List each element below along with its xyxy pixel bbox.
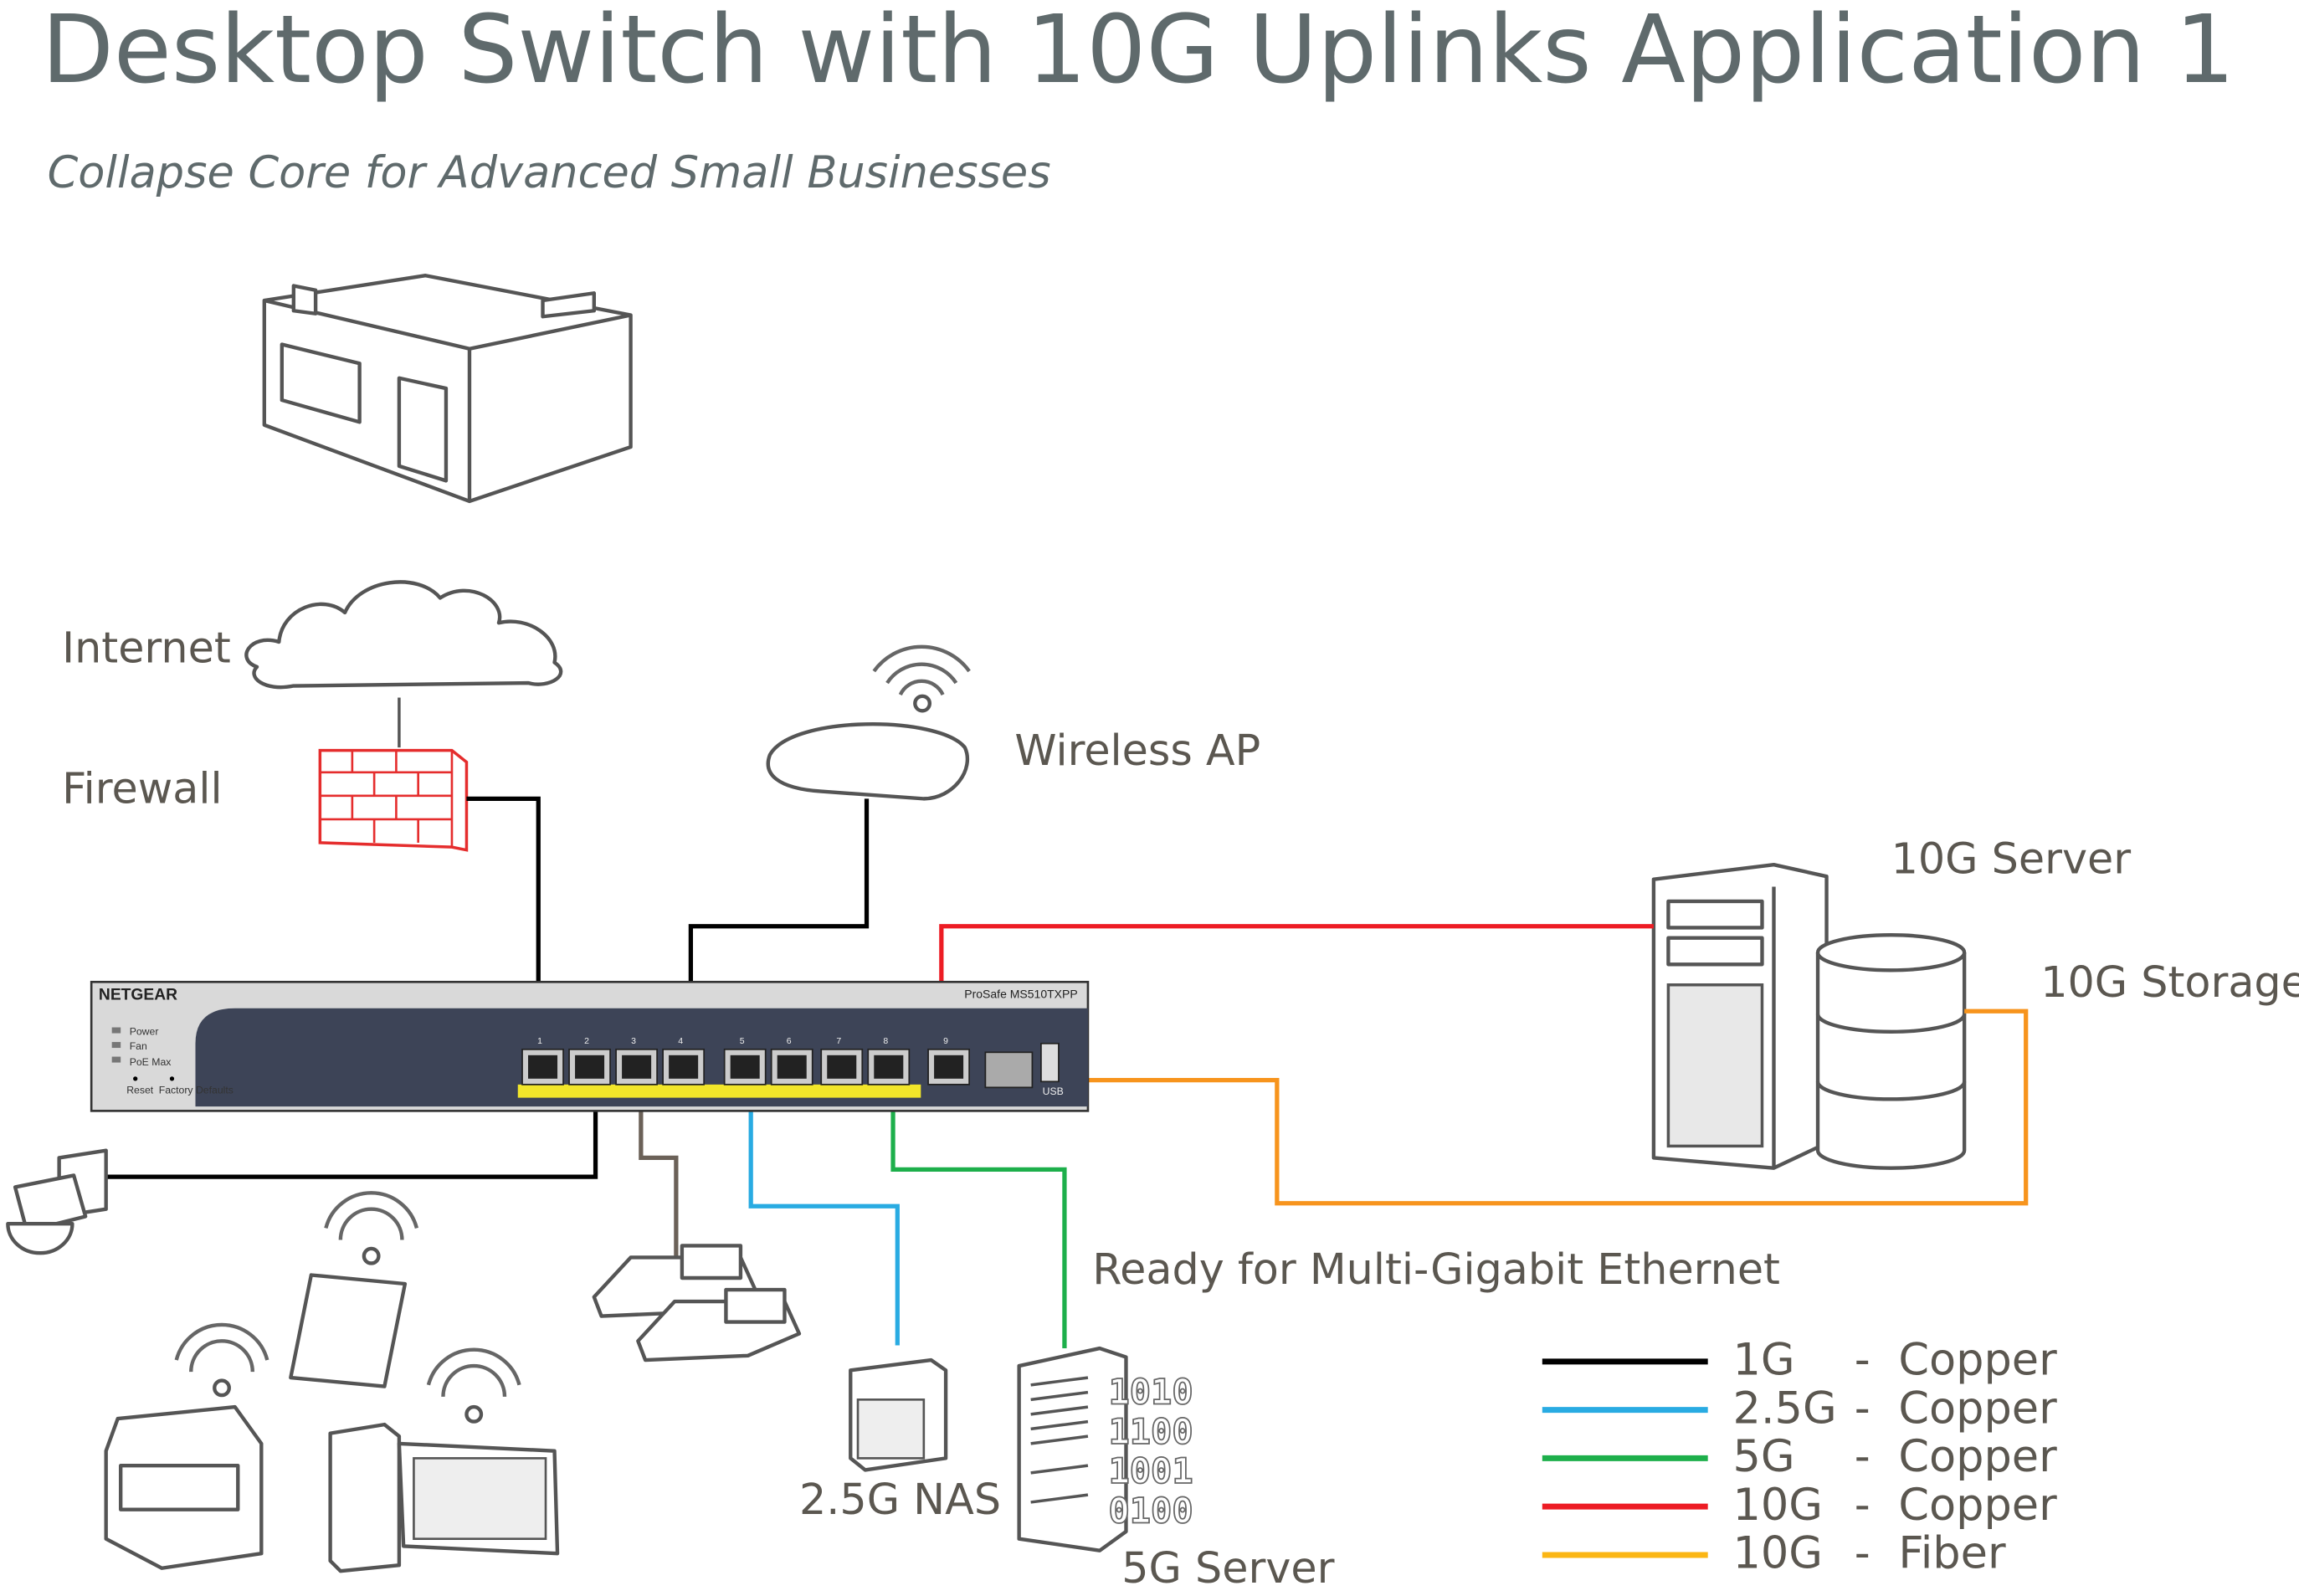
wireless-ap-icon (766, 644, 971, 801)
led-poe-label: PoE Max (130, 1056, 172, 1068)
switch-model: ProSafe MS510TXPP (964, 988, 1077, 1001)
cable-nas-2-5g (748, 1084, 900, 1346)
switch-brand: NETGEAR (99, 986, 177, 1003)
server-10g-icon (1651, 862, 1829, 1170)
cable-storage-10g-fiber (1011, 1008, 2029, 1206)
page-subtitle: Collapse Core for Advanced Small Busines… (48, 147, 1051, 198)
nas-label: 2.5G NAS (799, 1475, 1001, 1524)
storage-10g-label: 10G Storage (2040, 957, 2299, 1007)
page-title: Desktop Switch with 10G Uplinks Applicat… (42, 0, 2235, 105)
reset-label: Reset (126, 1084, 154, 1096)
netgear-switch: NETGEAR ProSafe MS510TXPP Power Fan PoE … (90, 980, 1090, 1112)
port-number: 4 (678, 1036, 683, 1046)
port-4[interactable]: 4 (662, 1036, 706, 1085)
binary-line-2: 1100 (1108, 1411, 1193, 1452)
tablet-icon (289, 1191, 419, 1388)
firewall-label: Firewall (62, 764, 222, 813)
sfp-port-10[interactable] (984, 1051, 1034, 1089)
legend: 1G-Copper2.5G-Copper5G-Copper10G-Copper1… (1542, 1335, 2057, 1579)
building-icon (262, 274, 633, 504)
nas-icon (849, 1357, 948, 1472)
port-8[interactable]: 8 (867, 1036, 911, 1085)
port-number: 7 (836, 1036, 841, 1046)
port-2[interactable]: 2 (568, 1036, 611, 1085)
legend-dash: - (1855, 1383, 1871, 1434)
led-power-label: Power (130, 1025, 159, 1037)
legend-medium: Copper (1898, 1480, 2057, 1531)
port-9[interactable]: 9 (927, 1036, 970, 1085)
usb-label: USB (1043, 1085, 1064, 1097)
legend-dash: - (1855, 1431, 1871, 1482)
factory-defaults-label: Factory Defaults (159, 1084, 233, 1096)
legend-item: 10G-Copper (1542, 1480, 2057, 1531)
legend-item: 10G-Fiber (1542, 1528, 2006, 1579)
wireless-ap-label: Wireless AP (1014, 726, 1260, 775)
legend-speed: 5G (1732, 1431, 1794, 1482)
binary-line-1: 1010 (1108, 1372, 1193, 1413)
ip-camera-icon (6, 1148, 108, 1255)
port-3[interactable]: 3 (615, 1036, 658, 1085)
legend-dash: - (1855, 1528, 1871, 1579)
multigig-note: Ready for Multi-Gigabit Ethernet (1092, 1244, 1780, 1294)
internet-label: Internet (62, 624, 231, 673)
factory-defaults-button[interactable] (169, 1076, 175, 1081)
legend-medium: Fiber (1898, 1528, 2006, 1579)
reset-button[interactable] (133, 1076, 138, 1081)
port-number: 5 (740, 1036, 745, 1046)
legend-medium: Copper (1898, 1431, 2057, 1482)
port-1[interactable]: 1 (521, 1036, 564, 1085)
cable-phone (639, 1084, 679, 1260)
server-10g-label: 10G Server (1891, 834, 2132, 884)
server-5g-icon (1017, 1346, 1128, 1552)
legend-speed: 10G (1732, 1480, 1823, 1531)
legend-item: 1G -Copper (1542, 1335, 2057, 1386)
port-number: 6 (787, 1036, 792, 1046)
legend-medium: Copper (1898, 1383, 2057, 1434)
port-number: 8 (883, 1036, 888, 1046)
port-number: 3 (631, 1036, 636, 1046)
legend-dash: - (1855, 1480, 1871, 1531)
port-number: 9 (943, 1036, 948, 1046)
server-5g-label: 5G Server (1121, 1543, 1334, 1593)
desktop-computer-icon (328, 1347, 560, 1573)
cable-camera-1g (105, 1084, 598, 1179)
port-number: 2 (584, 1036, 589, 1046)
legend-speed: 2.5G (1732, 1383, 1836, 1434)
port-6[interactable]: 6 (770, 1036, 813, 1085)
usb-port[interactable] (1040, 1042, 1060, 1083)
legend-speed: 1G (1732, 1335, 1794, 1386)
port-7[interactable]: 7 (820, 1036, 864, 1085)
port-5[interactable]: 5 (723, 1036, 767, 1085)
printer-icon (104, 1322, 269, 1570)
storage-10g-icon (1815, 933, 1967, 1170)
cable-server-5g (890, 1084, 1067, 1349)
legend-dash: - (1855, 1335, 1871, 1386)
legend-item: 5G -Copper (1542, 1431, 2057, 1482)
legend-medium: Copper (1898, 1335, 2057, 1386)
legend-speed: 10G (1732, 1528, 1823, 1579)
led-fan-label: Fan (130, 1040, 147, 1052)
port-number: 1 (537, 1036, 542, 1046)
binary-line-3: 1001 (1108, 1450, 1193, 1491)
firewall-icon (318, 748, 469, 852)
binary-line-4: 0100 (1108, 1490, 1193, 1531)
internet-cloud-icon (244, 580, 563, 690)
ip-phone-icon (592, 1244, 802, 1363)
legend-item: 2.5G-Copper (1542, 1383, 2057, 1434)
